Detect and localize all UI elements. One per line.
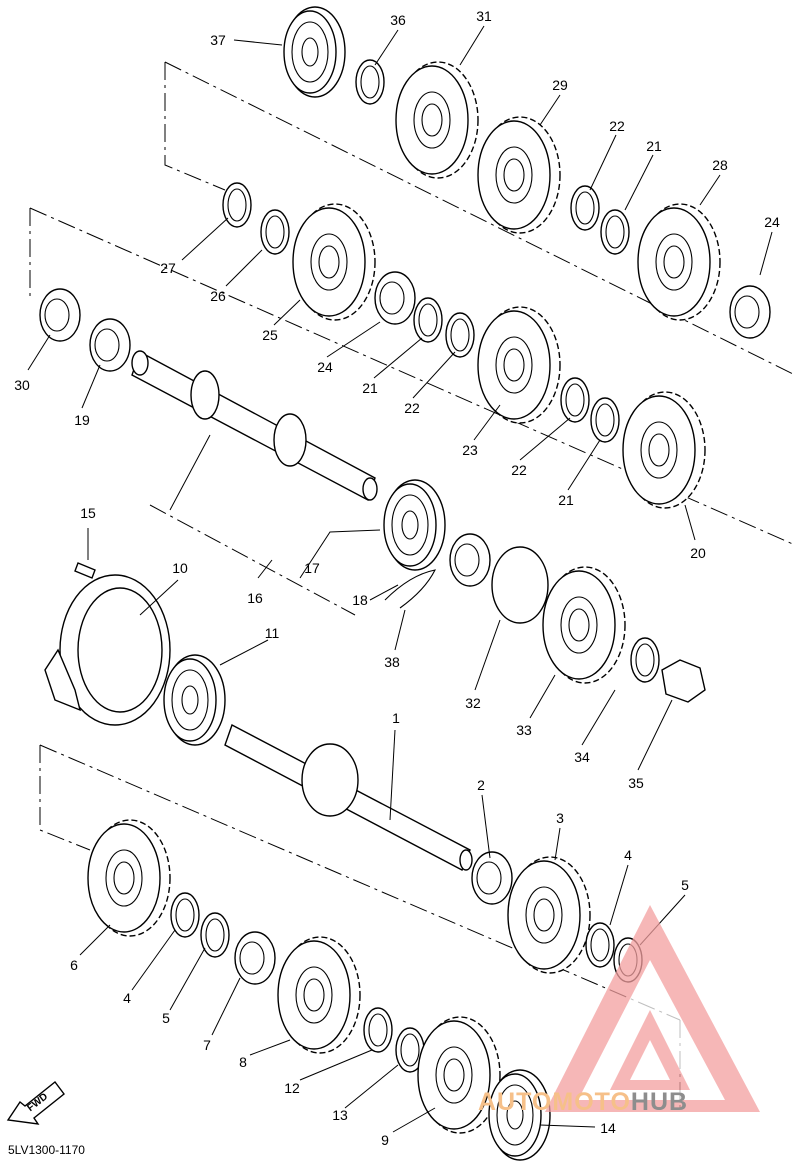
callout-31: 31: [476, 8, 492, 24]
callout-3: 3: [556, 810, 564, 826]
callout-21-c: 21: [558, 492, 574, 508]
part-6-gear: [87, 819, 171, 937]
callout-5: 5: [681, 877, 689, 893]
part-24-bushing: [729, 285, 771, 339]
callout-14: 14: [600, 1120, 616, 1136]
callout-32: 32: [465, 695, 481, 711]
part-28-gear: [637, 203, 721, 321]
part-26-washer: [260, 209, 290, 255]
part-7-bushing: [234, 931, 276, 985]
callout-11: 11: [264, 625, 280, 641]
callout-22-b: 22: [404, 400, 420, 416]
leader-lines: [27, 25, 773, 1133]
part-19-collar: [89, 318, 131, 372]
part-17-bearing: [383, 479, 446, 571]
part-35-nut: [661, 659, 706, 703]
watermark-text: AUTOMOTOHUB: [478, 1088, 688, 1117]
callout-24-b: 24: [317, 359, 333, 375]
callout-20: 20: [690, 545, 706, 561]
callout-35: 35: [628, 775, 644, 791]
part-22-circlip-3: [560, 377, 590, 423]
part-21-washer-2: [413, 297, 443, 343]
callout-33: 33: [516, 722, 532, 738]
callout-10: 10: [172, 560, 188, 576]
callout-36: 36: [390, 12, 406, 28]
part-1-drive-axle: [224, 724, 473, 871]
part-code: 5LV1300-1170: [8, 1143, 85, 1157]
callout-30: 30: [14, 377, 30, 393]
part-21-washer-3: [590, 397, 620, 443]
callout-38: 38: [384, 654, 400, 670]
part-24-bushing-2: [374, 271, 416, 325]
callout-23: 23: [462, 442, 478, 458]
part-15-screw: [74, 562, 96, 579]
callout-19: 19: [74, 412, 90, 428]
callout-29: 29: [552, 77, 568, 93]
callout-28: 28: [712, 157, 728, 173]
part-5-circlip-2: [200, 912, 230, 958]
callout-17: 17: [304, 560, 320, 576]
part-22-circlip-2: [445, 312, 475, 358]
callout-37: 37: [210, 32, 226, 48]
callout-18: 18: [352, 592, 368, 608]
fwd-arrow-icon: [6, 1081, 65, 1125]
callout-24: 24: [764, 214, 780, 230]
callout-26: 26: [210, 288, 226, 304]
part-2-collar: [471, 851, 513, 905]
part-16-main-axle: [131, 350, 378, 502]
part-32-washer: [491, 546, 549, 624]
part-27-washer: [222, 182, 252, 228]
part-11-bearing: [163, 654, 226, 746]
callout-21-b: 21: [362, 380, 378, 396]
part-29-gear: [477, 116, 561, 234]
part-10-bearing-housing: [44, 574, 171, 726]
callout-2: 2: [477, 777, 485, 793]
callout-22-c: 22: [511, 462, 527, 478]
callout-1: 1: [392, 710, 400, 726]
callout-7: 7: [203, 1037, 211, 1053]
part-36-ring: [355, 59, 385, 105]
part-4-washer: [585, 922, 615, 968]
callout-16: 16: [247, 590, 263, 606]
part-31-gear: [395, 61, 479, 179]
part-21-washer: [600, 209, 630, 255]
callout-25: 25: [262, 327, 278, 343]
callout-34: 34: [574, 749, 590, 765]
callout-4: 4: [624, 847, 632, 863]
callout-6: 6: [70, 957, 78, 973]
callout-9: 9: [381, 1132, 389, 1148]
part-20-gear: [622, 391, 706, 509]
part-8-gear: [277, 936, 361, 1054]
part-33-sprocket: [542, 566, 626, 684]
part-18-circlip: [384, 569, 436, 609]
part-30-collar: [39, 288, 81, 342]
callout-27: 27: [160, 260, 176, 276]
part-12-washer: [363, 1007, 393, 1053]
part-32-collar: [449, 533, 491, 587]
watermark-part2: HUB: [630, 1088, 689, 1116]
callout-13: 13: [332, 1107, 348, 1123]
callout-5-b: 5: [162, 1010, 170, 1026]
part-23-gear: [477, 306, 561, 424]
callout-4-b: 4: [123, 990, 131, 1006]
callout-15: 15: [80, 505, 96, 521]
callout-21: 21: [646, 138, 662, 154]
callout-8: 8: [239, 1054, 247, 1070]
watermark-logo: [545, 905, 760, 1112]
watermark-part1: AUTOMOTO: [478, 1088, 631, 1116]
callout-12: 12: [284, 1080, 300, 1096]
part-37-bearing: [283, 6, 346, 98]
part-34-washer: [630, 637, 660, 683]
part-22-circlip: [570, 185, 600, 231]
part-3-gear: [507, 856, 591, 974]
part-25-gear: [292, 203, 376, 321]
callout-22: 22: [609, 118, 625, 134]
